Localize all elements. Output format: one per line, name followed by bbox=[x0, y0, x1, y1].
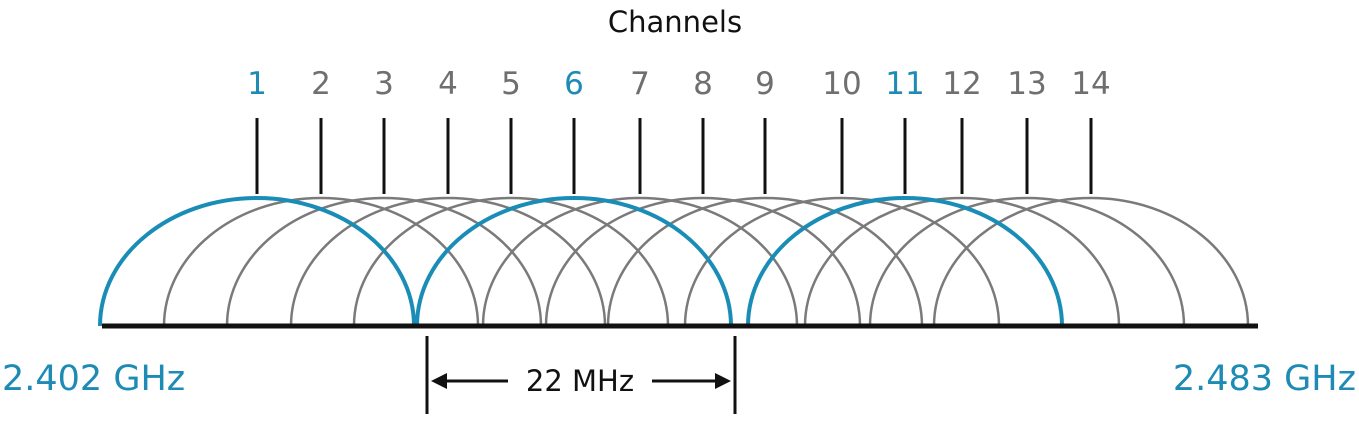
channel-width-label: 22 MHz bbox=[526, 364, 634, 398]
channel-width-indicator: 22 MHz bbox=[425, 336, 737, 414]
channel-2-label: 2 bbox=[311, 66, 331, 102]
channel-6-arc bbox=[415, 195, 733, 327]
arrow-left-icon bbox=[431, 373, 447, 389]
channel-7-label: 7 bbox=[630, 66, 650, 102]
channel-11-arc bbox=[746, 195, 1064, 327]
channel-13-arc bbox=[868, 196, 1186, 327]
channel-9-label: 9 bbox=[755, 66, 775, 102]
channel-2-arc bbox=[162, 196, 480, 327]
channel-3-arc bbox=[225, 196, 543, 327]
channel-10-arc bbox=[683, 196, 1001, 327]
channel-arcs-highlighted bbox=[98, 195, 1064, 327]
channel-6-label: 6 bbox=[564, 66, 584, 102]
diagram-title: Channels bbox=[608, 5, 742, 39]
channel-1-arc bbox=[98, 195, 416, 327]
channel-13-label: 13 bbox=[1007, 66, 1046, 102]
channel-14-label: 14 bbox=[1071, 66, 1110, 102]
channel-12-arc bbox=[803, 196, 1121, 327]
end-frequency-label: 2.483 GHz bbox=[1173, 359, 1356, 399]
channel-4-label: 4 bbox=[438, 66, 458, 102]
channel-arcs-regular bbox=[162, 196, 1250, 327]
channel-10-label: 10 bbox=[822, 66, 861, 102]
channel-12-label: 12 bbox=[942, 66, 981, 102]
arrow-right-icon bbox=[715, 373, 731, 389]
channel-5-label: 5 bbox=[501, 66, 521, 102]
channel-9-arc bbox=[606, 196, 924, 327]
channel-center-ticks bbox=[255, 118, 1093, 194]
channel-14-arc bbox=[932, 196, 1250, 327]
channel-7-arc bbox=[481, 196, 799, 327]
channel-11-label: 11 bbox=[885, 66, 924, 102]
channel-3-label: 3 bbox=[374, 66, 394, 102]
start-frequency-label: 2.402 GHz bbox=[2, 359, 185, 399]
channel-8-label: 8 bbox=[693, 66, 713, 102]
channel-5-arc bbox=[352, 196, 670, 327]
channel-1-label: 1 bbox=[247, 66, 267, 102]
channel-8-arc bbox=[544, 196, 862, 327]
channel-4-arc bbox=[289, 196, 607, 327]
